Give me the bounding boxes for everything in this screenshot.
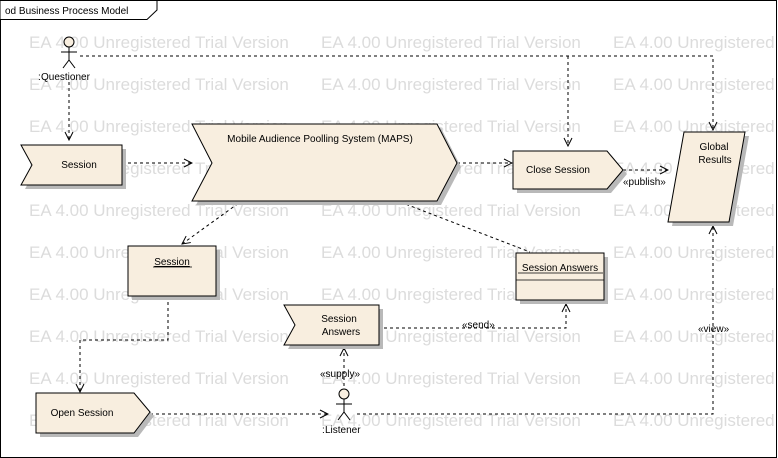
questioner-label: Questioner (41, 72, 91, 83)
close-session-label: Close Session (526, 165, 590, 176)
global-results-line2: Results (698, 155, 731, 166)
send-label: «send» (462, 320, 495, 331)
actor-questioner[interactable]: : Questioner (38, 36, 91, 83)
flow-questioner-to-global-results[interactable] (80, 55, 713, 130)
global-results-line1: Global (700, 142, 729, 153)
watermark-text: EA 4.00 Unregistered Trial Version (29, 201, 289, 220)
watermark-text: EA 4.00 Unregistered Trial Version (321, 201, 581, 220)
maps-label: Mobile Audience Poolling System (MAPS) (227, 134, 413, 145)
watermark-text: EA 4.00 Unregistered Trial Version (321, 369, 581, 388)
watermark-text: EA 4.00 Unregistered Trial Version (29, 327, 289, 346)
frame-title-tab[interactable] (0, 0, 158, 20)
flow-listener-to-global-results[interactable] (357, 226, 713, 415)
session-event-label: Session (61, 160, 97, 171)
open-session-process[interactable]: Open Session (35, 392, 154, 437)
watermark-text: EA 4.00 Unregistered Trial Version (321, 33, 581, 52)
link-maps-to-session-answers[interactable] (394, 199, 531, 253)
flow-maps-to-session-object[interactable] (182, 199, 244, 244)
session-object[interactable]: Session (127, 245, 220, 300)
open-session-label: Open Session (51, 408, 114, 419)
session-object-label: Session (154, 257, 190, 268)
flow-session-object-to-open-session[interactable] (80, 296, 169, 392)
watermark-text: EA 4.00 Unregistered Trial Version (29, 75, 289, 94)
watermark-text: EA 4.00 Unregistered Trial Version (613, 411, 778, 430)
listener-label: Listener (325, 425, 361, 436)
watermark-text: EA 4.00 Unregistered Trial Version (613, 369, 778, 388)
watermark-text: EA 4.00 Unregistered Trial Version (29, 369, 289, 388)
watermark-text: EA 4.00 Unregistered Trial Version (613, 285, 778, 304)
watermark-text: EA 4.00 Unregistered Trial Version (321, 411, 581, 430)
session-answers-event[interactable]: Session Answers (283, 304, 383, 349)
session-answers-event-line2: Answers (322, 327, 360, 338)
session-event[interactable]: Session (20, 144, 126, 189)
actor-listener[interactable]: : Listener (322, 388, 361, 436)
view-label: «view» (698, 324, 730, 335)
watermark-text: EA 4.00 Unregistered Trial Version (321, 75, 581, 94)
session-answers-object[interactable]: Session Answers (515, 252, 608, 304)
questioner-colon: : (38, 72, 41, 83)
maps-process[interactable]: Mobile Audience Poolling System (MAPS) (191, 123, 461, 205)
watermark-text: EA 4.00 Unregistered Trial Version (29, 33, 289, 52)
supply-label: «supply» (320, 369, 360, 380)
watermark-layer: EA 4.00 Unregistered Trial Version EA 4.0… (29, 33, 778, 430)
stick-figure-icon (336, 388, 352, 421)
session-answers-event-line1: Session (321, 314, 357, 325)
flow-session-answers-event-to-object[interactable] (384, 304, 566, 329)
watermark-text: EA 4.00 Unregistered Trial Version (613, 33, 778, 52)
session-answers-object-label: Session Answers (522, 263, 598, 274)
watermark-text: EA 4.00 Unregistered Trial Version (613, 327, 778, 346)
watermark-text: EA 4.00 Unregistered Trial Version (613, 117, 778, 136)
global-results-data[interactable]: Global Results (667, 131, 749, 226)
watermark-text: EA 4.00 Unregistered Trial Version (613, 75, 778, 94)
publish-label: «publish» (623, 177, 666, 188)
stick-figure-icon (61, 36, 77, 69)
connectors (69, 55, 713, 415)
close-session-process[interactable]: Close Session (512, 150, 627, 193)
watermark-text: EA 4.00 Unregistered Trial Version (321, 327, 581, 346)
listener-colon: : (322, 425, 325, 436)
frame-title: od Business Process Model (5, 6, 128, 17)
watermark-text: EA 4.00 Unregistered Trial Version (613, 243, 778, 262)
